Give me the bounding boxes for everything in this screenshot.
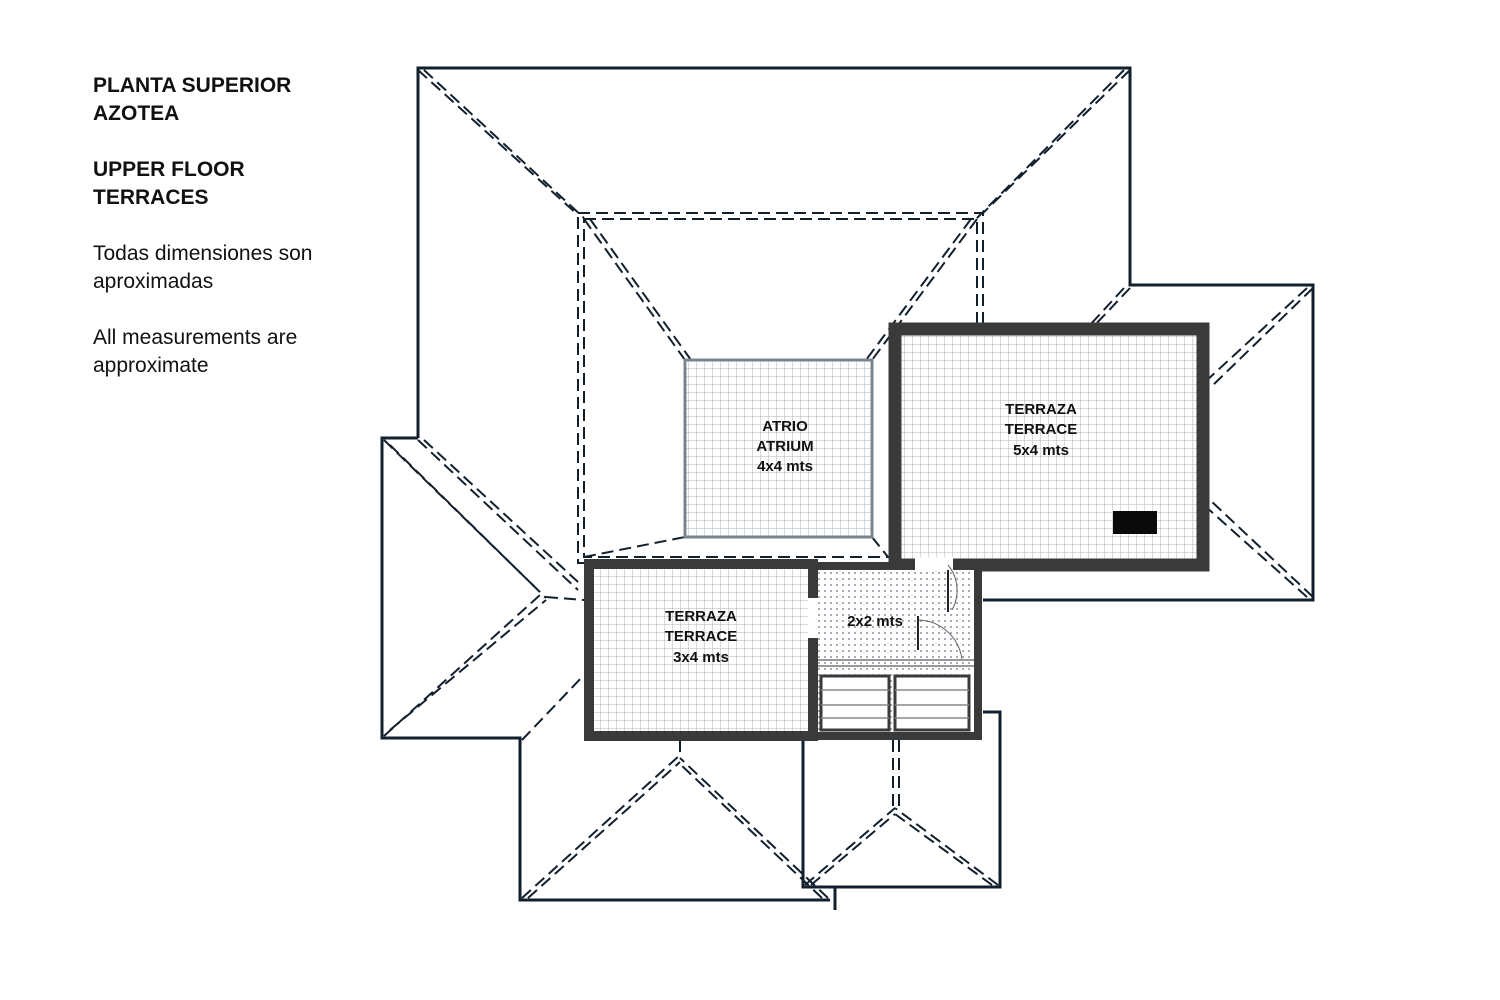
atrium-floor [683,358,874,539]
terrace-large-name-en: TERRACE [1005,421,1078,438]
note-es-line2: aproximadas [93,270,214,293]
door-swing-top [947,564,958,611]
atrium: ATRIO ATRIUM 4x4 mts [683,358,874,539]
terrace-small-door-gap [808,598,818,638]
terrace-large-name-es: TERRAZA [1005,401,1077,418]
skylight-hatch [1113,511,1157,534]
title-es-line2: AZOTEA [93,102,180,125]
roof-hip-lines [383,69,1314,899]
terrace-small-size: 3x4 mts [673,649,729,666]
landing-size: 2x2 mts [847,613,903,630]
atrium-size: 4x4 mts [757,458,813,475]
note-en-line2: approximate [93,354,209,377]
landing: 2x2 mts [765,557,982,740]
terrace-small-name-en: TERRACE [665,628,738,645]
terrace-small-floor [584,559,818,741]
terrace-large: TERRAZA TERRACE 5x4 mts [888,322,1210,572]
note-es-line1: Todas dimensiones son [93,242,313,265]
title-en-line2: TERRACES [93,186,209,209]
atrium-name-es: ATRIO [762,418,808,435]
terrace-large-size: 5x4 mts [1013,442,1069,459]
terrace-small-name-es: TERRAZA [665,608,737,625]
note-english: All measurements are approximate [93,324,393,380]
title-spanish: PLANTA SUPERIOR AZOTEA [93,72,393,128]
note-en-line1: All measurements are [93,326,298,349]
title-en-line1: UPPER FLOOR [93,158,245,181]
title-es-line1: PLANTA SUPERIOR [93,74,292,97]
door-swing-right [917,619,963,661]
legend: PLANTA SUPERIOR AZOTEA UPPER FLOOR TERRA… [93,72,393,408]
atrium-name-en: ATRIUM [756,438,813,455]
landing-door-gap [915,557,953,571]
title-english: UPPER FLOOR TERRACES [93,156,393,212]
note-spanish: Todas dimensiones son aproximadas [93,240,393,296]
terrace-small: TERRAZA TERRACE 3x4 mts [584,559,818,741]
staircase [815,659,975,732]
